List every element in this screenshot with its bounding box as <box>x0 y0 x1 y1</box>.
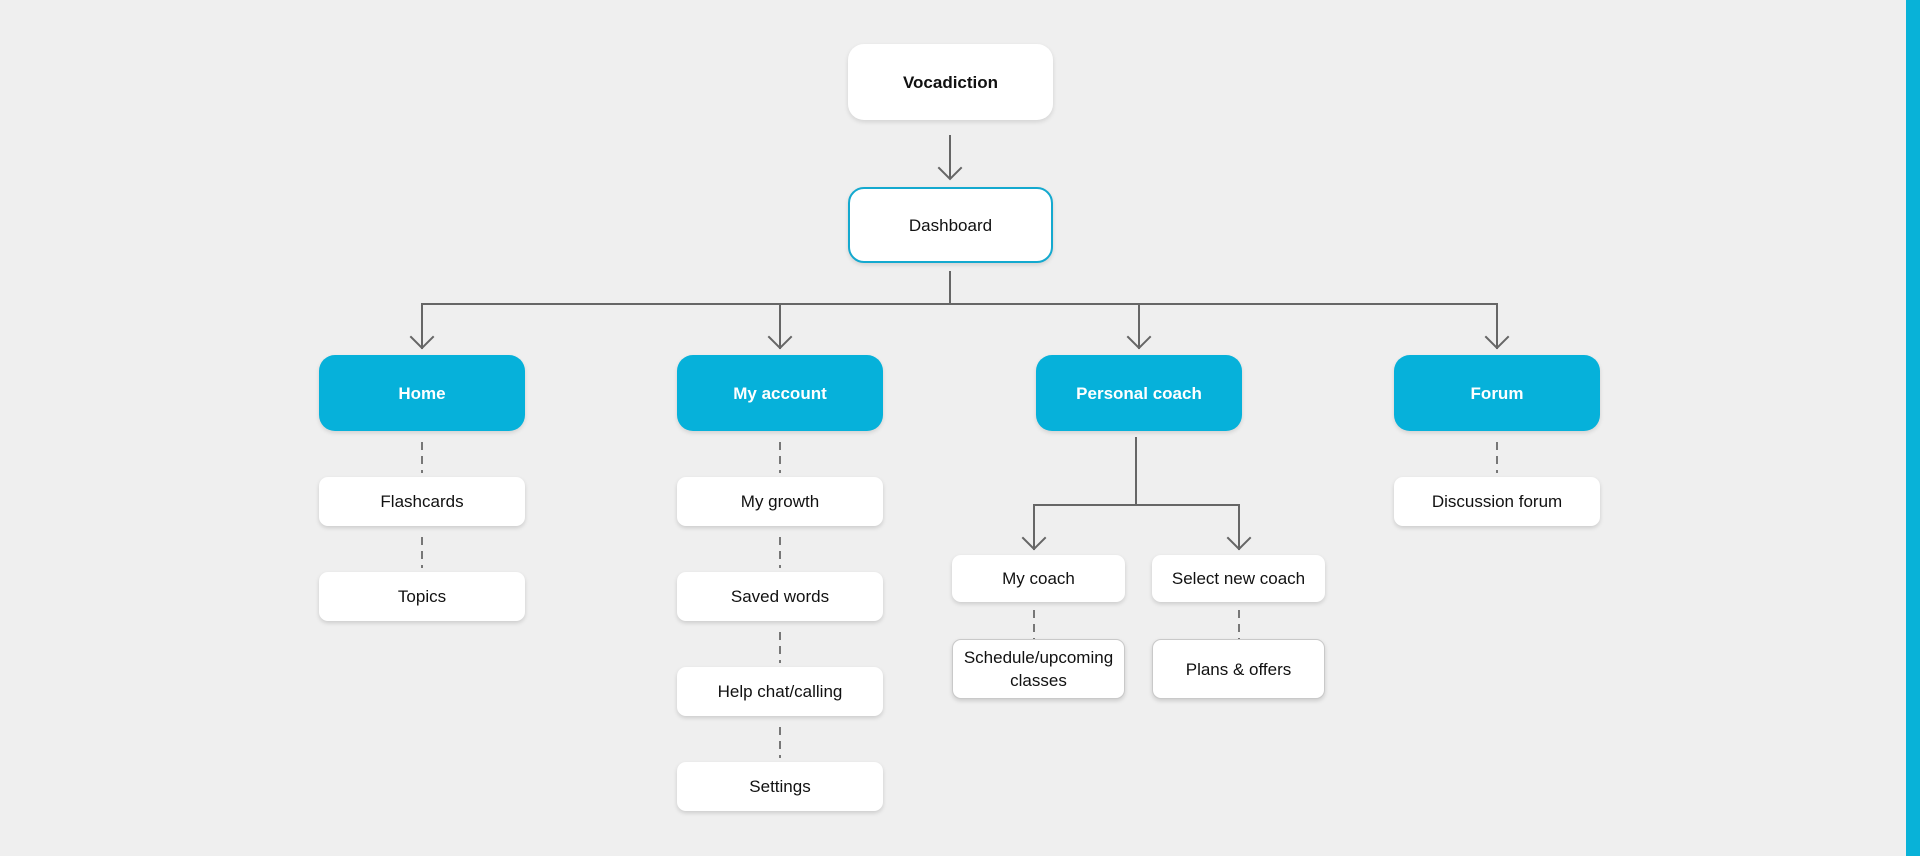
node-label: Dashboard <box>908 215 993 235</box>
node-label: Schedule/upcoming classes <box>963 648 1114 690</box>
arrowhead-dashboard <box>937 166 963 181</box>
node-label: Select new coach <box>1171 569 1306 588</box>
node-label: Help chat/calling <box>717 682 843 701</box>
node-settings: Settings <box>677 762 883 811</box>
node-my-account: My account <box>677 355 883 431</box>
node-schedule-upcoming-classes: Schedule/upcoming classes <box>952 639 1125 699</box>
node-personal-coach: Personal coach <box>1036 355 1242 431</box>
node-label: Home <box>398 383 446 403</box>
node-label: Personal coach <box>1076 383 1202 403</box>
node-label: Vocadiction <box>902 72 999 92</box>
node-topics: Topics <box>319 572 525 621</box>
node-label: Forum <box>1470 383 1524 403</box>
node-label: My growth <box>740 492 820 511</box>
node-label: Topics <box>397 587 447 606</box>
node-saved-words: Saved words <box>677 572 883 621</box>
arrowhead-my-coach <box>1021 536 1047 551</box>
node-discussion-forum: Discussion forum <box>1394 477 1600 526</box>
arrowhead-personal-coach <box>1126 335 1152 350</box>
right-edge-accent-bar <box>1906 0 1920 856</box>
node-root-vocadiction: Vocadiction <box>848 44 1053 120</box>
node-forum: Forum <box>1394 355 1600 431</box>
arrowhead-select-coach <box>1226 536 1252 551</box>
arrowhead-forum <box>1484 335 1510 350</box>
node-label: My coach <box>1002 569 1075 588</box>
node-label: Discussion forum <box>1431 492 1563 511</box>
node-label: My account <box>733 383 827 403</box>
node-dashboard: Dashboard <box>848 187 1053 263</box>
node-label: Plans & offers <box>1185 659 1292 679</box>
node-home: Home <box>319 355 525 431</box>
node-label: Saved words <box>730 587 830 606</box>
node-select-new-coach: Select new coach <box>1152 555 1325 602</box>
node-my-growth: My growth <box>677 477 883 526</box>
arrowhead-home <box>409 335 435 350</box>
node-plans-offers: Plans & offers <box>1152 639 1325 699</box>
node-my-coach: My coach <box>952 555 1125 602</box>
node-label: Settings <box>749 777 811 796</box>
node-flashcards: Flashcards <box>319 477 525 526</box>
arrowhead-my-account <box>767 335 793 350</box>
node-help-chat-calling: Help chat/calling <box>677 667 883 716</box>
node-label: Flashcards <box>380 492 464 511</box>
